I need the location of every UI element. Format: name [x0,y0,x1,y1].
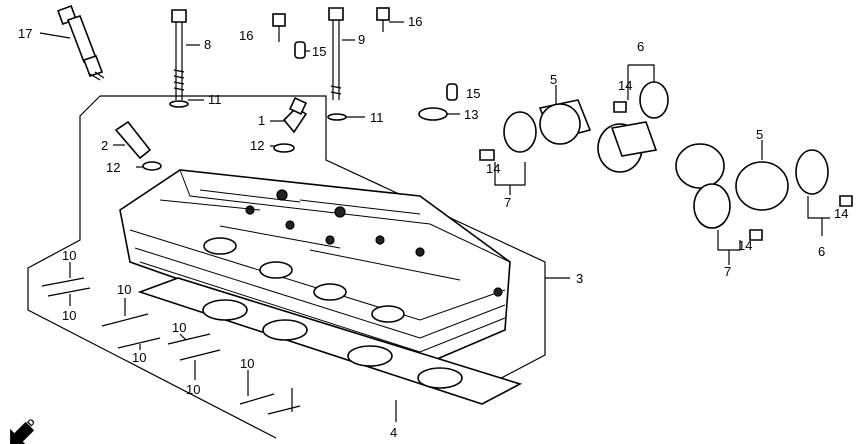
fwd-arrow-icon: FWD [10,416,37,444]
dowel-pin-15-right [446,83,458,101]
label-4: 4 [390,425,397,440]
plug-holder-2 [114,120,162,171]
label-16-right: 16 [408,14,422,29]
insulator-mid [597,81,669,173]
label-14-bottom: 14 [738,238,752,253]
label-6-top: 6 [637,39,644,54]
label-10-c: 10 [117,282,131,297]
label-13: 13 [464,107,478,122]
stud-bolt-8 [169,9,189,108]
stud-bolt-9 [327,7,347,121]
label-5-right: 5 [756,127,763,142]
label-17: 17 [18,26,32,41]
o-ring-13 [418,107,448,121]
label-11-left: 11 [208,92,222,107]
label-8: 8 [204,37,211,52]
label-10-f: 10 [186,382,200,397]
assembly-bracket [100,95,546,385]
label-10-e: 10 [172,320,186,335]
label-5-left: 5 [550,72,557,87]
label-14-left: 14 [486,161,500,176]
label-9: 9 [358,32,365,47]
label-6-right: 6 [818,244,825,259]
label-15-left: 15 [312,44,326,59]
clamp-screws-14 [479,101,853,241]
label-12-upper: 12 [250,138,264,153]
label-15-right: 15 [466,86,480,101]
label-16-left: 16 [239,28,253,43]
label-2: 2 [101,138,108,153]
label-10-g: 10 [240,356,254,371]
label-10-d: 10 [132,350,146,365]
dowel-pin-15-left [294,41,306,59]
bolt-16-right [376,7,390,32]
label-10-b: 10 [62,308,76,323]
label-10-a: 10 [62,248,76,263]
label-14-right: 14 [834,206,848,221]
stud-bolts-10 [41,277,301,415]
label-14-top: 14 [618,78,632,93]
label-12-lower: 12 [106,160,120,175]
insulator-left [503,99,592,153]
label-1: 1 [258,113,265,128]
spark-plug [57,5,105,81]
label-3: 3 [576,271,583,286]
bolt-16-left [272,13,286,42]
label-7-right: 7 [724,264,731,279]
insulator-right [675,143,829,229]
plug-holder-1 [273,96,308,153]
label-11-right: 11 [370,110,384,125]
label-7-left: 7 [504,195,511,210]
head-gasket [137,277,523,405]
cylinder-head [119,169,511,363]
